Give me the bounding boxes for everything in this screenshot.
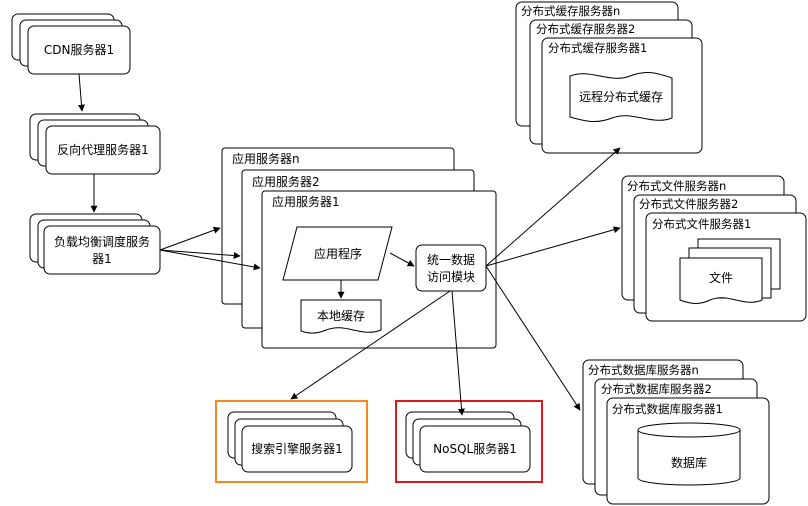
app-server-2-label: 应用服务器2 <box>252 174 320 189</box>
file-server-stack: 分布式文件服务器n 分布式文件服务器2 分布式文件服务器1 文件 <box>621 175 807 322</box>
local-cache-shape <box>300 299 382 334</box>
unified-access-label-line1: 统一数据 <box>427 252 475 267</box>
cache-server-n-label: 分布式缓存服务器n <box>521 4 620 18</box>
edge-unified-to-cache <box>485 147 621 267</box>
file-doc-front <box>679 257 763 304</box>
unified-access-module <box>415 244 487 292</box>
search-engine-label: 搜索引擎服务器1 <box>251 441 343 456</box>
app-server-stack: 应用服务器n 应用服务器2 应用服务器1 应用程序 本地缓存 统一数据 访问模块 <box>221 147 497 349</box>
app-program-shape <box>282 226 393 281</box>
cache-server-stack: 分布式缓存服务器n 分布式缓存服务器2 分布式缓存服务器1 远程分布式缓存 <box>515 1 703 154</box>
db-server-n-label: 分布式数据库服务器n <box>588 363 699 377</box>
app-server-n-label: 应用服务器n <box>232 151 300 166</box>
nosql-front <box>419 425 531 473</box>
edge-unified-to-nosql <box>451 290 465 416</box>
database-label: 数据库 <box>671 455 707 470</box>
cdn-server-stack: CDN服务器1 <box>11 13 131 75</box>
app-server-1-label: 应用服务器1 <box>272 194 340 209</box>
file-label: 文件 <box>709 270 733 285</box>
cache-server-1-label: 分布式缓存服务器1 <box>548 41 647 55</box>
edge-balancer-to-app-1 <box>159 249 261 271</box>
cache-server-2-label: 分布式缓存服务器2 <box>536 22 635 36</box>
file-server-1-label: 分布式文件服务器1 <box>652 217 751 231</box>
database-cylinder-top <box>637 422 741 438</box>
load-balancer-front <box>43 225 161 275</box>
unified-access-label-line2: 访问模块 <box>427 270 475 284</box>
edge-cdn-to-proxy <box>78 73 85 112</box>
nosql-label: NoSQL服务器1 <box>433 441 517 456</box>
reverse-proxy-label: 反向代理服务器1 <box>57 142 149 157</box>
search-engine-group: 搜索引擎服务器1 <box>215 400 368 483</box>
remote-cache-label: 远程分布式缓存 <box>579 89 663 104</box>
edge-unified-to-db <box>485 265 581 411</box>
edge-unified-to-file <box>485 226 621 267</box>
edge-balancer-to-app-n <box>159 226 221 251</box>
file-server-2-label: 分布式文件服务器2 <box>639 197 738 211</box>
remote-cache-shape <box>569 72 673 123</box>
db-server-stack: 分布式数据库服务器n 分布式数据库服务器2 分布式数据库服务器1 数据库 <box>582 359 770 505</box>
edge-balancer-to-app-2 <box>159 249 241 260</box>
reverse-proxy-front <box>45 125 161 175</box>
load-balancer-label-line1: 负载均衡调度服务 <box>54 234 150 249</box>
search-engine-highlight-frame <box>215 400 368 483</box>
nosql-highlight-frame <box>395 400 543 483</box>
file-server-n-label: 分布式文件服务器n <box>627 179 726 193</box>
edge-app-program-to-unified <box>389 252 415 267</box>
search-engine-front <box>241 425 353 473</box>
reverse-proxy-stack: 反向代理服务器1 <box>29 113 161 175</box>
database-cylinder-body <box>637 430 741 486</box>
cdn-server-label: CDN服务器1 <box>44 42 114 57</box>
load-balancer-label-line2: 器1 <box>92 252 112 266</box>
db-server-2-label: 分布式数据库服务器2 <box>601 382 712 396</box>
app-program-label: 应用程序 <box>314 246 362 261</box>
connectors <box>78 73 621 416</box>
edge-unified-to-search <box>290 290 451 400</box>
local-cache-label: 本地缓存 <box>317 309 365 323</box>
nosql-group: NoSQL服务器1 <box>395 400 543 483</box>
load-balancer-stack: 负载均衡调度服务 器1 <box>29 213 161 275</box>
db-server-1-label: 分布式数据库服务器1 <box>612 402 723 416</box>
